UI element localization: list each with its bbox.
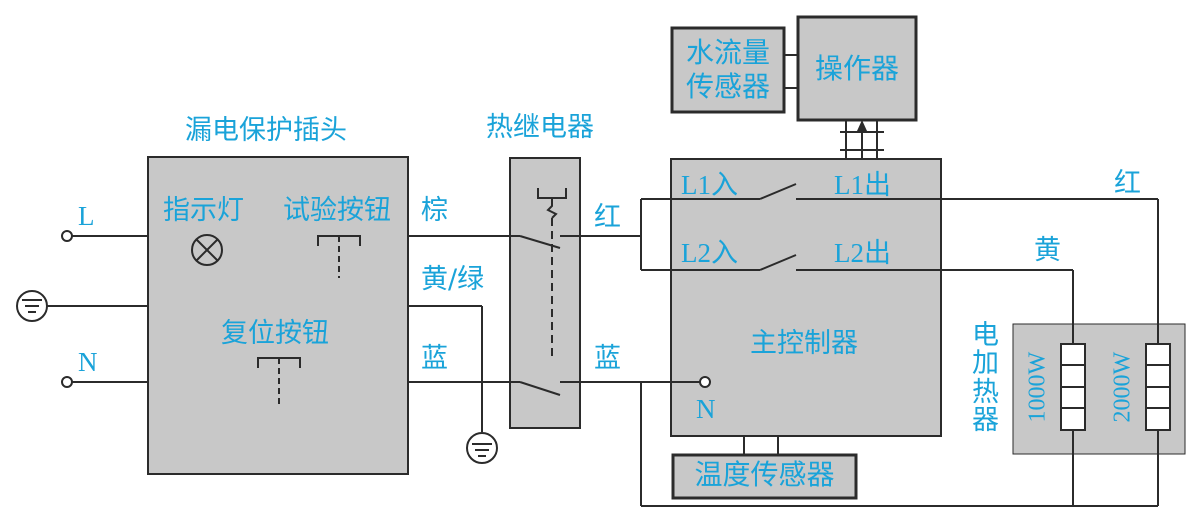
controller-n-label: N <box>696 394 716 424</box>
wire-brown-label: 棕 <box>421 195 448 226</box>
flow-sensor-line2: 传感器 <box>685 70 770 103</box>
wire-red-mid-label: 红 <box>594 202 621 233</box>
leakage-plug-box <box>147 156 409 475</box>
reset-button-label: 复位按钮 <box>221 318 329 349</box>
l2-in-label: L2入 <box>681 238 738 268</box>
wire-red-right-label: 红 <box>1114 168 1141 199</box>
heater-2000w-label: 2000W <box>1109 351 1136 423</box>
thermal-relay-title: 热继电器 <box>486 112 594 143</box>
temp-sensor-title: 温度传感器 <box>694 458 835 491</box>
heater-title: 电加热器 <box>972 320 999 437</box>
controller-title: 主控制器 <box>750 328 858 359</box>
terminal-n-label: N <box>78 347 98 377</box>
wire-blue-mid-label: 蓝 <box>594 343 621 374</box>
heater-1000w-label: 1000W <box>1024 351 1051 423</box>
operator-title: 操作器 <box>814 52 899 85</box>
l2-out-label: L2出 <box>834 238 891 268</box>
flow-sensor-line1: 水流量 <box>685 36 770 69</box>
indicator-lamp-label: 指示灯 <box>163 195 244 226</box>
temp-sensor-box <box>671 453 858 500</box>
wire-yellow-right-label: 黄 <box>1034 235 1061 266</box>
terminal-l-label: L <box>78 201 95 231</box>
wire-yellow-green-label: 黄/绿 <box>421 264 485 295</box>
l1-out-label: L1出 <box>834 170 891 200</box>
l1-in-label: L1入 <box>681 170 738 200</box>
main-controller-box <box>670 158 942 437</box>
wire-blue-left-label: 蓝 <box>421 343 448 374</box>
test-button-label: 试验按钮 <box>283 195 391 226</box>
flow-sensor-box <box>670 26 786 114</box>
operator-box <box>796 15 918 122</box>
leakage-plug-title: 漏电保护插头 <box>185 115 347 146</box>
